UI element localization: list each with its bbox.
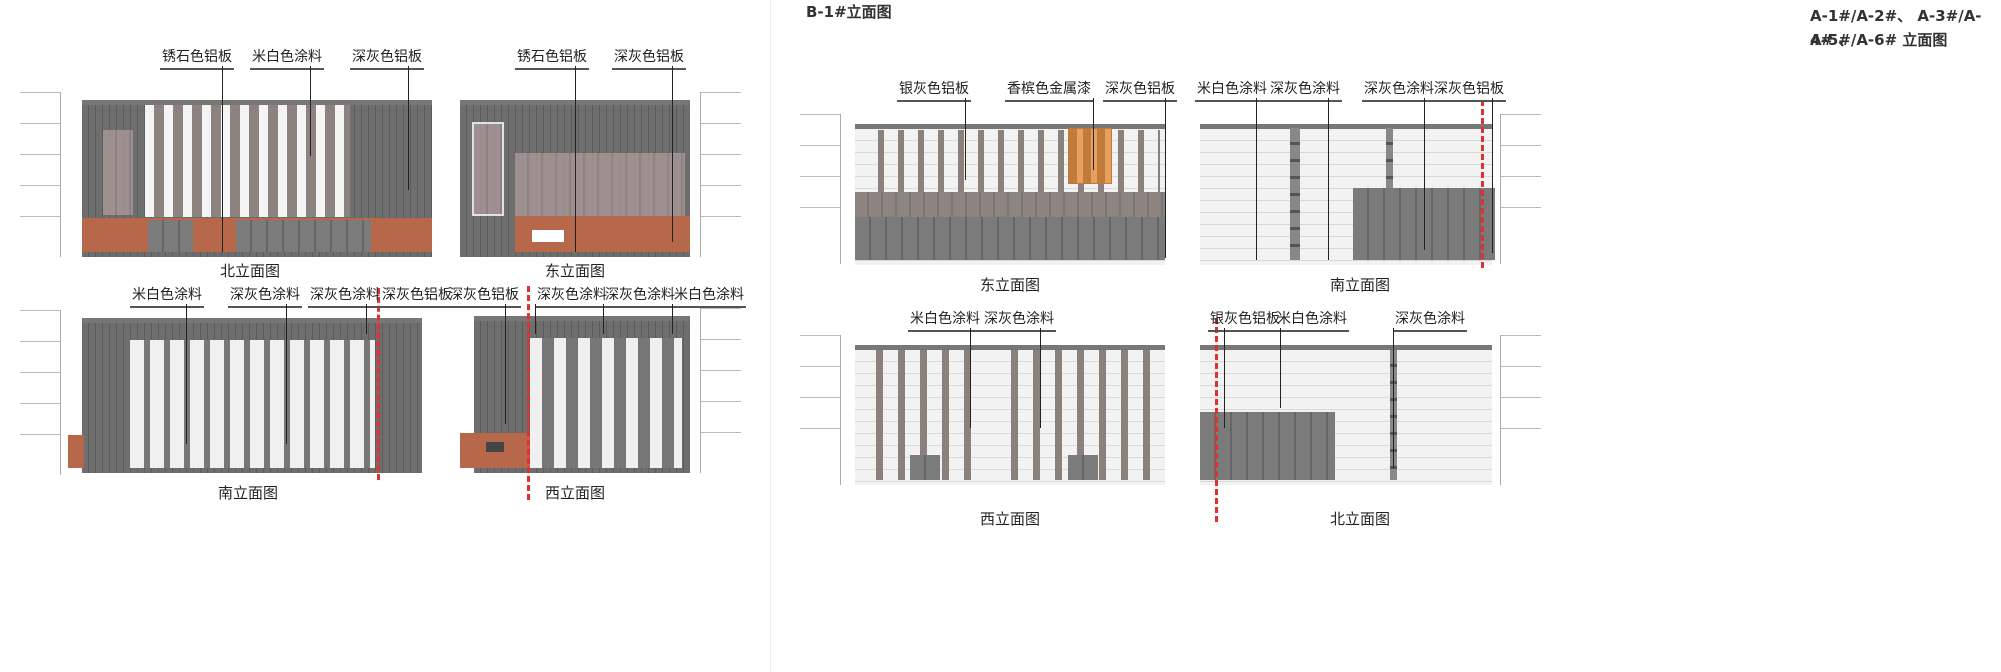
material-label: 银灰色铝板: [897, 78, 971, 102]
level-marks: [700, 92, 741, 257]
leader-line: [1040, 328, 1041, 428]
elevation-caption: 北立面图: [1330, 510, 1391, 528]
champagne-panel: [1068, 128, 1112, 184]
leader-line: [1256, 98, 1257, 260]
door-opening: [532, 230, 564, 242]
leader-line: [222, 66, 223, 252]
dark-podium: [1200, 412, 1335, 480]
material-label: 米白色涂料: [908, 308, 982, 332]
entrance: [1068, 455, 1098, 480]
level-marks: [800, 335, 841, 485]
level-marks: [1500, 335, 1541, 485]
leader-line: [1280, 328, 1281, 408]
material-label: 深灰色涂料: [603, 284, 677, 308]
rust-panel: [515, 153, 685, 218]
leader-line: [1424, 98, 1425, 250]
podium-glazing: [855, 217, 1165, 260]
material-label: 米白色涂料: [250, 46, 324, 70]
material-label: 深灰色涂料: [1362, 78, 1436, 102]
leader-line: [408, 66, 409, 190]
material-label: 米白色涂料: [672, 284, 746, 308]
entrance: [910, 455, 940, 480]
section-marker-line: [1215, 318, 1218, 522]
level-marks: [20, 92, 61, 257]
dark-pilaster: [1290, 128, 1300, 260]
level-marks: [800, 114, 841, 264]
material-label: 深灰色铝板: [380, 284, 454, 308]
material-label: 深灰色涂料: [308, 284, 382, 308]
elevation-caption: 南立面图: [218, 484, 279, 502]
leader-line: [186, 304, 187, 444]
leader-line: [1328, 98, 1329, 260]
leader-line: [603, 304, 604, 334]
leader-line: [575, 66, 576, 252]
leader-line: [286, 304, 287, 444]
level-marks: [20, 310, 61, 475]
elevation-caption: 西立面图: [980, 510, 1041, 528]
material-label: 深灰色铝板: [1103, 78, 1177, 102]
elevation-caption: 南立面图: [1330, 276, 1391, 294]
material-label: 深灰色涂料: [982, 308, 1056, 332]
material-label: 银灰色铝板: [1208, 308, 1282, 332]
leader-line: [672, 304, 673, 334]
section-marker-line: [377, 288, 380, 480]
material-label: 深灰色铝板: [612, 46, 686, 70]
elevation-caption: 东立面图: [980, 276, 1041, 294]
dark-pilaster: [1386, 128, 1393, 188]
leader-line: [1224, 328, 1225, 428]
rust-panel: [103, 130, 133, 215]
elevation-caption: 西立面图: [545, 484, 606, 502]
material-label: 锈石色铝板: [160, 46, 234, 70]
rust-base: [68, 435, 84, 468]
leader-line: [1165, 98, 1166, 258]
b1-title: B-1#立面图: [806, 3, 892, 21]
entrance-glazing: [236, 220, 371, 252]
rust-panel: [472, 122, 504, 216]
material-label: 深灰色铝板: [1432, 78, 1506, 102]
material-label: 深灰色涂料: [228, 284, 302, 308]
leader-line: [965, 98, 966, 180]
section-marker-line: [1481, 100, 1484, 268]
material-label: 深灰色涂料: [1268, 78, 1342, 102]
podium-band: [855, 192, 1165, 217]
material-label: 深灰色涂料: [1393, 308, 1467, 332]
a-title-line2: A-5#/A-6# 立面图: [1810, 31, 1948, 49]
vertical-fins: [870, 130, 1160, 192]
material-label: 香槟色金属漆: [1005, 78, 1093, 102]
leader-line: [535, 304, 536, 334]
elevation-caption: 东立面图: [545, 262, 606, 280]
elevation-caption: 北立面图: [220, 262, 281, 280]
level-marks: [700, 308, 741, 473]
leader-line: [1492, 98, 1493, 253]
sheet-divider: [770, 0, 771, 672]
louver: [486, 442, 504, 452]
level-marks: [1500, 114, 1541, 264]
leader-line: [1393, 328, 1394, 468]
leader-line: [505, 304, 506, 424]
section-marker-line: [527, 286, 530, 500]
material-label: 米白色涂料: [1195, 78, 1269, 102]
material-label: 深灰色铝板: [447, 284, 521, 308]
leader-line: [672, 66, 673, 242]
leader-line: [366, 304, 367, 334]
material-label: 深灰色铝板: [350, 46, 424, 70]
leader-line: [1093, 98, 1094, 170]
cream-columns: [130, 340, 375, 468]
entrance-glazing: [148, 220, 193, 252]
window-columns: [145, 105, 350, 217]
material-label: 米白色涂料: [130, 284, 204, 308]
leader-line: [310, 66, 311, 156]
material-label: 深灰色涂料: [535, 284, 609, 308]
leader-line: [970, 328, 971, 428]
material-label: 米白色涂料: [1275, 308, 1349, 332]
material-label: 锈石色铝板: [515, 46, 589, 70]
a-title-line1: A-1#/A-2#、 A-3#/A-4# 、: [1810, 7, 1982, 49]
cream-columns: [530, 338, 682, 468]
